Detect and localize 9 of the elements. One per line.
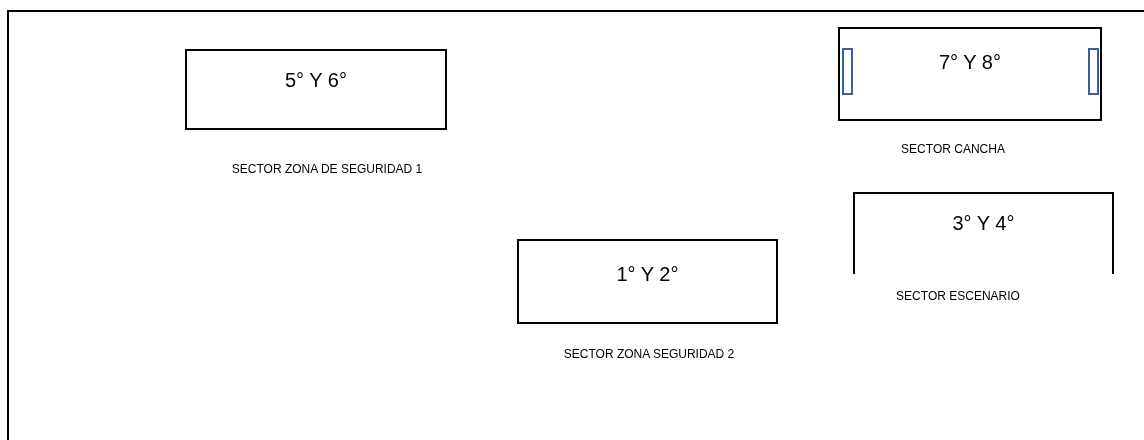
frame-box	[7, 10, 1144, 440]
sector-label: 7° Y 8°	[938, 51, 1002, 74]
sector-label: 1° Y 2°	[615, 263, 680, 286]
sector-caption: SECTOR CANCHA	[901, 142, 1005, 156]
sector-label: 3° Y 4°	[951, 212, 1016, 235]
sector-caption: SECTOR ESCENARIO	[896, 289, 1020, 303]
sector-label: 5° Y 6°	[284, 69, 348, 92]
sector-caption: SECTOR ZONA DE SEGURIDAD 1	[231, 162, 423, 176]
sector-caption: SECTOR ZONA SEGURIDAD 2	[563, 347, 735, 361]
